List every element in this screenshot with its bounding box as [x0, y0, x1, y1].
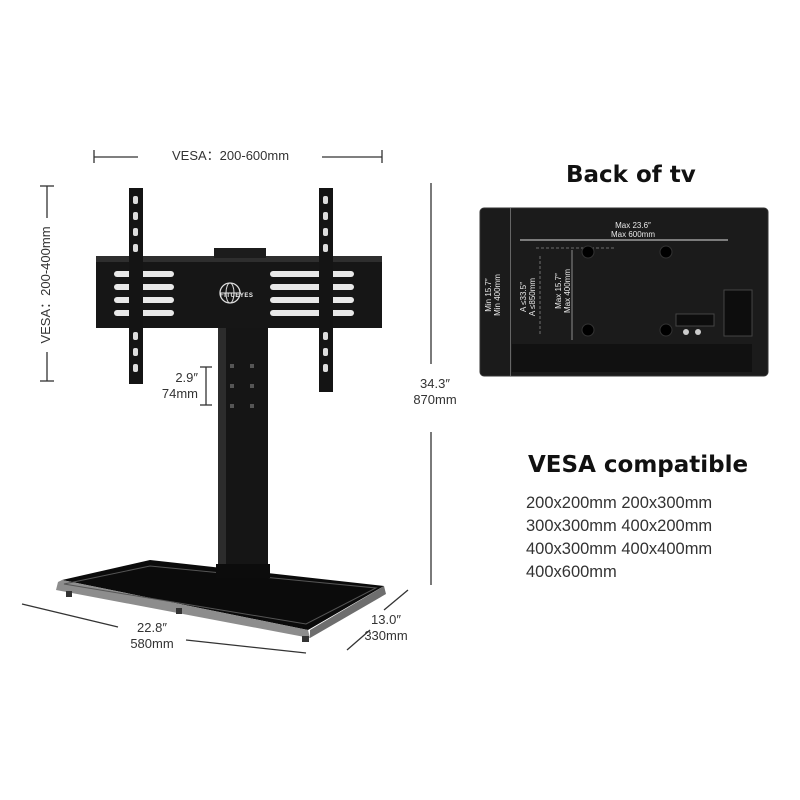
adjust-range-dimension [200, 366, 212, 406]
adjust-in: 2.9″ [175, 370, 198, 385]
vesa-size-row: 300x300mm 400x200mm [526, 517, 713, 535]
base-depth-mm: 330mm [364, 628, 408, 643]
base-width-label: 22.8″ 580mm [122, 620, 182, 652]
a-mm: A ≤850mm [528, 277, 537, 317]
vesa-size-row: 400x600mm [526, 563, 617, 581]
vesa-compatible-title: VESA compatible [528, 452, 749, 478]
tv-min-height-label: Min 15.7″ Min 400mm [484, 260, 502, 330]
tv-back-illustration [479, 207, 769, 377]
vesa-size-row: 400x300mm 400x400mm [526, 540, 713, 558]
back-of-tv-title: Back of tv [566, 162, 696, 188]
vesa-width-dimension [93, 150, 383, 163]
vesa-width-label: VESA：200-600mm [172, 148, 290, 163]
adjust-mm: 74mm [161, 386, 198, 401]
max-w-in: Max 23.6″ [615, 221, 651, 230]
glass-base [56, 560, 386, 642]
base-depth-in: 13.0″ [371, 612, 401, 627]
a-in: A ≤33.5″ [519, 282, 528, 312]
max-h-mm: Max 400mm [563, 269, 572, 314]
bracket-arm-left [129, 188, 143, 384]
stand-column [216, 327, 270, 578]
base-width-in: 22.8″ [137, 620, 167, 635]
vesa-height-dimension [40, 185, 54, 382]
min-h-in: Min 15.7″ [484, 278, 493, 312]
base-width-dimension [21, 603, 307, 654]
height-mm: 870mm [413, 392, 457, 407]
vesa-size-row: 200x200mm 200x300mm [526, 494, 713, 512]
tv-a-label: A ≤33.5″ A ≤850mm [519, 267, 537, 327]
total-height-label: 34.3″ 870mm [410, 376, 460, 408]
brand-logo-text: FITUEYES [220, 293, 254, 299]
tv-max-width-label: Max 23.6″ Max 600mm [598, 221, 668, 239]
base-depth-label: 13.0″ 330mm [356, 612, 416, 644]
base-depth-dimension [346, 589, 409, 651]
max-h-in: Max 15.7″ [554, 273, 563, 309]
adjust-range-label: 2.9″ 74mm [158, 370, 198, 402]
min-h-mm: Min 400mm [493, 274, 502, 316]
vesa-height-label: VESA：200-400mm [38, 226, 53, 344]
height-in: 34.3″ [420, 376, 450, 391]
max-w-mm: Max 600mm [610, 230, 655, 239]
base-width-mm: 580mm [130, 636, 174, 651]
vesa-size-list: 200x200mm 200x300mm 300x300mm 400x200mm … [526, 492, 712, 584]
tv-max-height-label: Max 15.7″ Max 400mm [554, 256, 572, 326]
bracket-arm-right [319, 188, 333, 392]
